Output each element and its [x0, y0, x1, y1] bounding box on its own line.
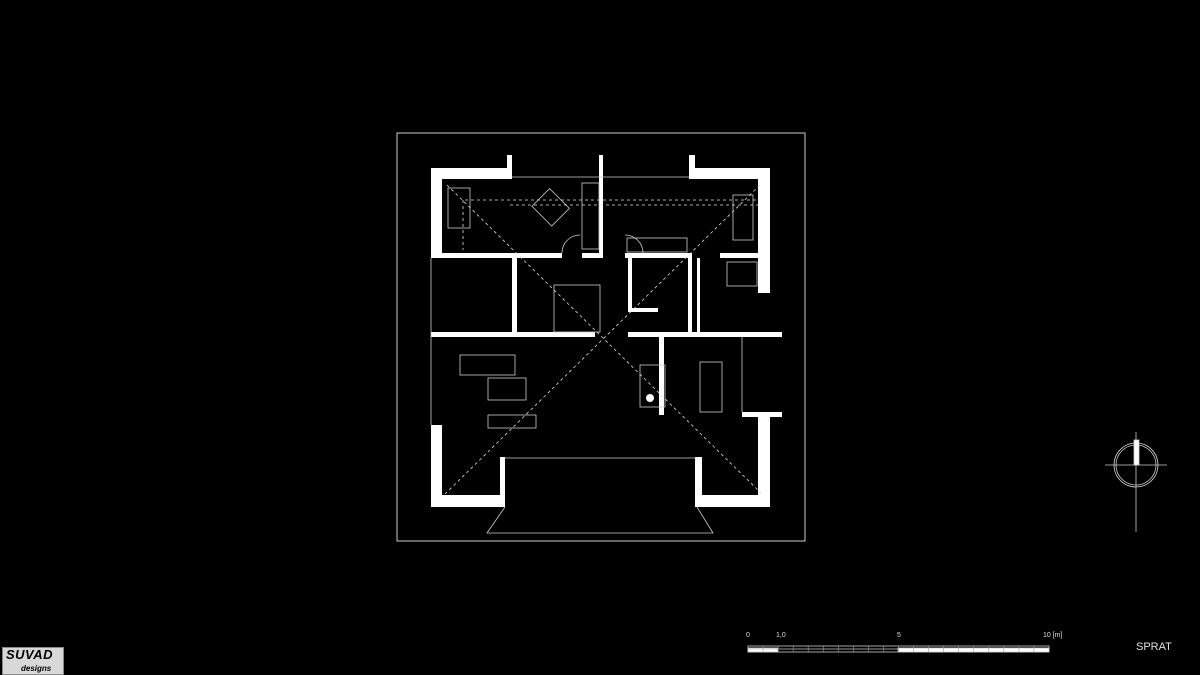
scale-label-5: 5: [897, 632, 901, 639]
north-arrow: [1105, 432, 1167, 532]
balcony-outline: [486, 506, 714, 534]
plan-frame: [396, 132, 806, 542]
walls: [431, 155, 782, 507]
logo-main: SUVAD: [6, 647, 54, 662]
logo: SUVAD designs: [2, 647, 64, 675]
scale-label-0: 0: [746, 632, 750, 639]
section-dashed-lines: [444, 184, 763, 495]
sheet-title: SPRAT: [1136, 641, 1172, 653]
logo-sub: designs: [21, 664, 52, 673]
scale-label-1: 1,0: [776, 632, 786, 639]
column: [646, 394, 654, 402]
thin-lines: [430, 176, 758, 534]
scale-label-10: 10 [m]: [1043, 632, 1063, 639]
